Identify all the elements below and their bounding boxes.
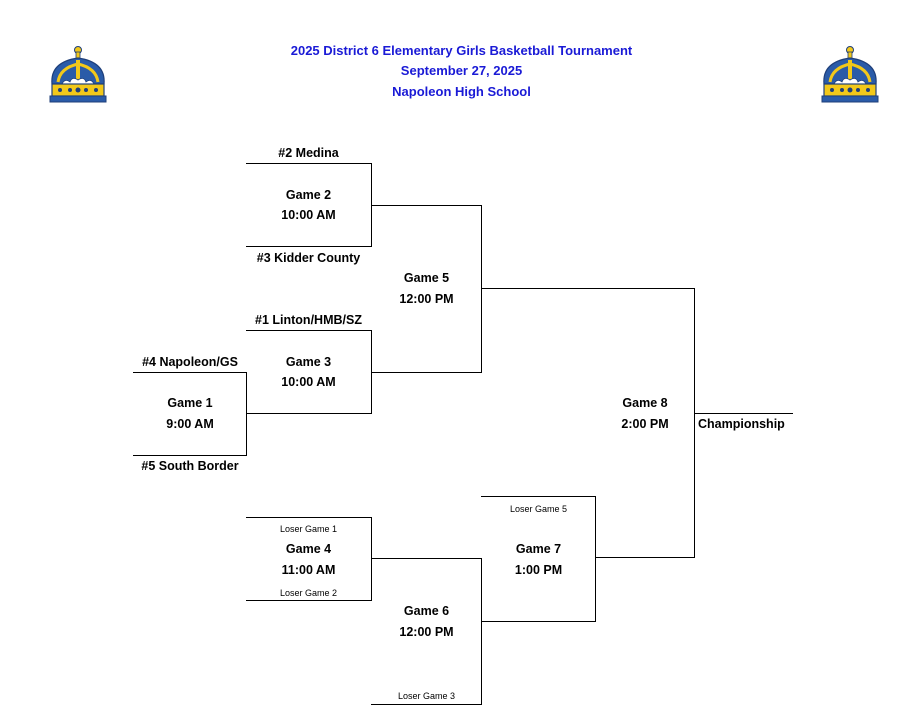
loser-game-5-slot: Loser Game 5 — [509, 504, 568, 514]
bracket-line — [694, 413, 793, 414]
bracket-line — [371, 205, 482, 206]
bracket-line — [246, 372, 247, 456]
bracket-line — [246, 600, 371, 601]
bracket-line — [133, 372, 247, 373]
bracket-line — [371, 372, 482, 373]
tournament-venue: Napoleon High School — [392, 84, 531, 99]
bracket-line — [481, 558, 482, 705]
game-1-label: Game 1 — [167, 396, 213, 410]
game-6-label: Game 6 — [403, 604, 450, 618]
team-medina: #2 Medina — [278, 146, 339, 160]
bracket-line — [246, 246, 371, 247]
loser-game-1-slot: Loser Game 1 — [279, 524, 338, 534]
game-7-time: 1:00 PM — [514, 563, 563, 577]
team-napoleon: #4 Napoleon/GS — [142, 355, 238, 369]
loser-game-2-slot: Loser Game 2 — [279, 588, 338, 598]
bracket-line — [133, 455, 247, 456]
game-1-time: 9:00 AM — [166, 417, 214, 431]
bracket-line — [595, 496, 596, 622]
crown-icon — [49, 46, 107, 103]
game-2-label: Game 2 — [285, 188, 332, 202]
bracket-line — [371, 517, 372, 601]
bracket-line — [595, 557, 695, 558]
bracket-line — [246, 517, 371, 518]
game-8-label: Game 8 — [622, 396, 668, 410]
game-3-label: Game 3 — [285, 355, 332, 369]
team-south-border: #5 South Border — [141, 459, 239, 473]
team-kidder-county: #3 Kidder County — [256, 251, 361, 265]
bracket-line — [371, 558, 482, 559]
crown-icon — [821, 46, 879, 103]
game-6-time: 12:00 PM — [399, 625, 454, 639]
bracket-line — [371, 704, 482, 705]
bracket-line — [694, 288, 695, 558]
championship-label: Championship — [698, 417, 785, 431]
bracket-line — [246, 163, 371, 164]
team-linton: #1 Linton/HMB/SZ — [255, 313, 362, 327]
game-5-label: Game 5 — [403, 271, 450, 285]
game-5-time: 12:00 PM — [399, 292, 454, 306]
bracket-line — [246, 413, 371, 414]
game-8-time: 2:00 PM — [621, 417, 669, 431]
tournament-title: 2025 District 6 Elementary Girls Basketb… — [290, 43, 633, 58]
bracket-line — [481, 288, 695, 289]
bracket-line — [481, 496, 596, 497]
game-7-label: Game 7 — [515, 542, 562, 556]
game-3-time: 10:00 AM — [281, 375, 336, 389]
loser-game-3-slot: Loser Game 3 — [397, 691, 456, 701]
bracket-line — [481, 205, 482, 373]
game-4-label: Game 4 — [285, 542, 332, 556]
game-4-time: 11:00 AM — [281, 563, 336, 577]
bracket-line — [246, 330, 371, 331]
bracket-line — [481, 621, 596, 622]
game-2-time: 10:00 AM — [281, 208, 336, 222]
tournament-date: September 27, 2025 — [400, 63, 523, 78]
